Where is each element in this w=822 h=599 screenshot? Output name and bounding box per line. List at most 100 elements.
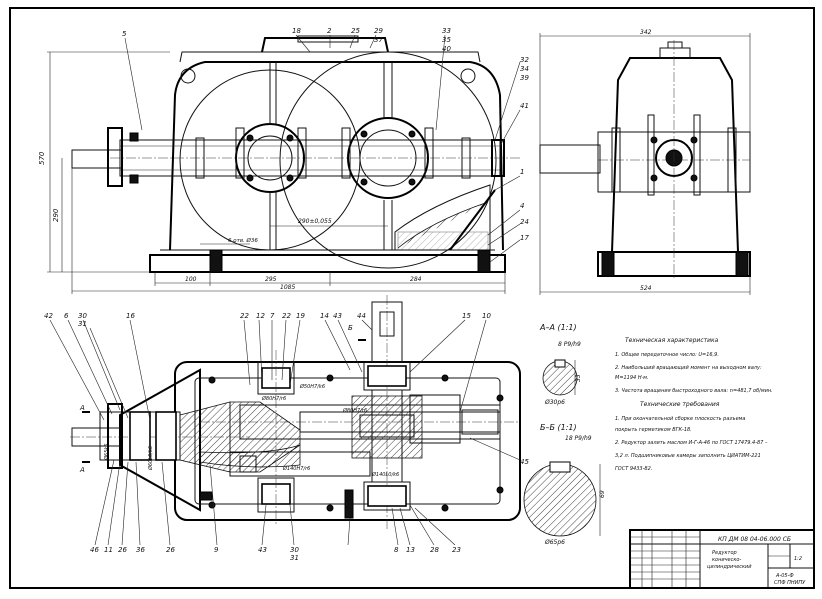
side-dim-top: 342 — [640, 29, 652, 36]
plan-leader-8: 8 — [394, 546, 399, 554]
section-aa-key: 8 P9/h9 — [558, 341, 581, 348]
plan-leader-22b: 22 — [282, 312, 291, 320]
title-designation: КП ДМ 08 04-06.000 СБ — [718, 536, 791, 543]
plan-leader-30b: 30 — [290, 546, 299, 554]
plan-leader-22a: 22 — [240, 312, 249, 320]
section-mark-b: Б — [348, 324, 353, 332]
leader-41: 41 — [520, 102, 529, 110]
plan-leader-45: 45 — [520, 458, 529, 466]
leader-24: 24 — [520, 218, 529, 226]
dim-overall: 1085 — [280, 284, 295, 291]
section-aa-dia: Ø30p6 — [544, 399, 565, 406]
leader-25: 25 — [351, 27, 360, 35]
plan-leader-28: 28 — [430, 546, 439, 554]
req-item-4: 3,2 л. Подшипниковые камеры заполнить ЦИ… — [615, 453, 761, 459]
plan-leader-6: 6 — [64, 312, 69, 320]
title-block: КП ДМ 08 04-06.000 СБ Редуктор коническо… — [629, 529, 815, 589]
side-dim-bottom: 524 — [640, 285, 652, 292]
dim-bottom-2: 295 — [265, 276, 277, 283]
plan-leader-19: 19 — [296, 312, 305, 320]
specs-item-2: 2. Наибольший вращающий момент на выходн… — [615, 365, 762, 371]
section-bb: Б–Б (1:1) 69 18 P9/h9 Ø65p6 — [523, 423, 606, 546]
plan-leader-15: 15 — [462, 312, 471, 320]
dim-height-total: 570 — [38, 151, 46, 165]
title-group-2: СПФ ПНИПУ — [774, 580, 806, 586]
tech-specs: Техническая характеристика 1. Общее пере… — [615, 337, 773, 394]
req-item-1: 1. При окончательной сборке плоскость ра… — [615, 416, 746, 422]
specs-item-1: 1. Общее передаточное число: U=16,9. — [615, 352, 719, 358]
section-bb-dim: 69 — [599, 490, 606, 498]
leader-32-sub2: 39 — [520, 74, 529, 82]
section-bb-title: Б–Б (1:1) — [540, 423, 577, 432]
plan-leader-13: 13 — [406, 546, 415, 554]
tech-requirements: Технические требования 1. При окончатель… — [615, 401, 768, 472]
section-bb-key: 18 P9/h9 — [565, 435, 592, 442]
fit-3: Ø80H7/r6 — [261, 395, 286, 402]
plan-leader-31: 31 — [78, 320, 87, 328]
req-item-3: 2. Редуктор залить маслом И-Г-А-46 по ГО… — [615, 440, 768, 446]
fit-4: Ø50H7/k6 — [299, 383, 325, 390]
plan-leader-42: 42 — [44, 312, 53, 320]
leader-32: 32 — [520, 56, 529, 64]
specs-item-4: 3. Частота вращения быстроходного вала: … — [615, 388, 773, 394]
title-name-1: Редуктор — [712, 550, 737, 556]
leader-4: 4 — [520, 202, 524, 210]
leader-29-sub: 37 — [374, 36, 383, 44]
plan-leader-31b: 31 — [290, 554, 299, 562]
title-scale: 1:2 — [794, 556, 802, 562]
leader-33-sub2: 40 — [442, 45, 451, 53]
plan-leader-16: 16 — [126, 312, 135, 320]
sheet-frame — [9, 7, 815, 589]
plan-leader-26b: 26 — [166, 546, 175, 554]
plan-leader-30: 30 — [78, 312, 87, 320]
fit-5: Ø80H7/r6 — [342, 407, 367, 414]
leader-33: 33 — [442, 27, 451, 35]
section-bb-dia: Ø65p6 — [544, 539, 565, 546]
leader-29: 29 — [374, 27, 383, 35]
leader-17: 17 — [520, 234, 529, 242]
leader-1: 1 — [520, 168, 524, 176]
dim-height-axis: 290 — [52, 208, 60, 222]
fit-1: Ø65k6 — [103, 444, 110, 461]
title-name-3: цилиндрический — [707, 564, 752, 570]
leader-33-sub1: 35 — [442, 36, 451, 44]
plan-view: A A Б Ø65k6 Ø60L0/k6 Ø80H7/r6 Ø50H7/k6 Ø… — [44, 295, 529, 562]
section-aa-dim: 33 — [575, 374, 582, 382]
section-aa: А–А (1:1) 33 8 P9/h9 Ø30p6 — [539, 323, 582, 406]
leader-2: 2 — [327, 27, 332, 35]
requirements-title: Технические требования — [640, 401, 720, 408]
title-group-1: А-05-Ф — [775, 573, 794, 579]
front-view: 570 290 100 295 284 1085 290±0,055 6 отв… — [38, 27, 529, 294]
leader-32-sub1: 34 — [520, 65, 529, 73]
plan-leader-23: 23 — [452, 546, 461, 554]
plan-leader-12: 12 — [256, 312, 265, 320]
plan-leader-46: 46 — [90, 546, 99, 554]
specs-title: Техническая характеристика — [625, 337, 719, 344]
dim-bottom-3: 284 — [410, 276, 422, 283]
req-item-2: покрыть герметиком ВГК-18. — [615, 427, 692, 433]
specs-item-3: М=1194 Н·м. — [615, 375, 649, 381]
callout-holes: 6 отв. Ø36 — [228, 237, 258, 244]
req-item-5: ГОСТ 9433-82. — [615, 466, 652, 472]
plan-leader-9: 9 — [214, 546, 219, 554]
dim-bottom-1: 100 — [185, 276, 197, 283]
leader-5: 5 — [122, 30, 127, 38]
plan-leader-14: 14 — [320, 312, 329, 320]
plan-leader-36: 36 — [136, 546, 145, 554]
fit-7: Ø140L0/k6 — [371, 471, 399, 478]
plan-leader-26a: 26 — [118, 546, 127, 554]
plan-leader-44: 44 — [357, 312, 366, 320]
plan-leader-7: 7 — [270, 312, 275, 320]
leader-18: 18 — [292, 27, 301, 35]
title-name-2: коническо- — [712, 557, 741, 563]
plan-leader-43b: 43 — [258, 546, 267, 554]
section-mark-a-bottom: A — [79, 466, 85, 474]
plan-leader-43: 43 — [333, 312, 342, 320]
plan-leader-11: 11 — [104, 546, 113, 554]
plan-leader-10: 10 — [482, 312, 491, 320]
fit-2: Ø60L0/k6 — [147, 446, 154, 471]
fit-6: Ø140H7/r6 — [282, 465, 310, 472]
dim-center-distance: 290±0,055 — [298, 218, 332, 225]
